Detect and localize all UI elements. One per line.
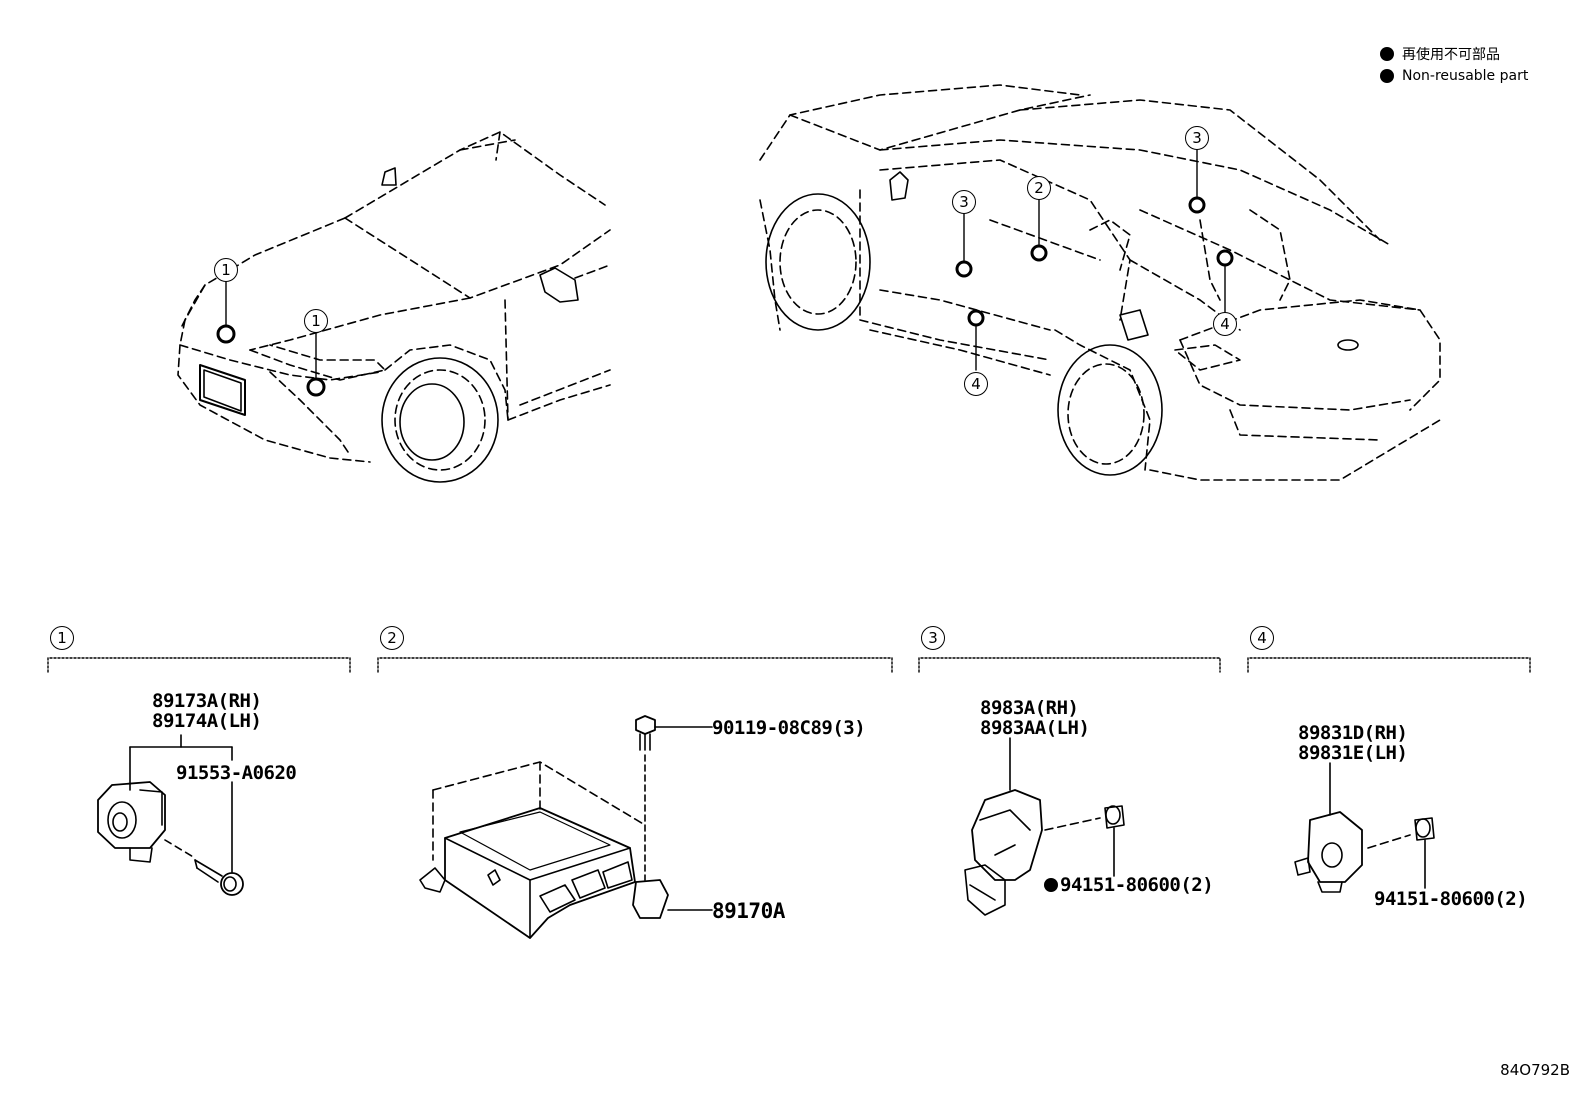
section-2-number: 2 [380, 626, 404, 650]
legend-text-jp: 再使用不可部品 [1402, 47, 1500, 63]
front-callout-1b: 1 [304, 309, 328, 333]
part-number-label[interactable]: 94151-80600(2) [1060, 874, 1214, 896]
rear-callout-2: 2 [1027, 176, 1051, 200]
section-1-parts [97, 734, 244, 896]
section-1-number: 1 [50, 626, 74, 650]
part-number-label[interactable]: 94151-80600(2) [1374, 888, 1528, 910]
part-number-label[interactable]: 91553-A0620 [176, 762, 297, 784]
part-number-label[interactable]: 8983A(RH) [980, 697, 1079, 719]
part-number-label[interactable]: 89174A(LH) [152, 710, 262, 732]
section-4-parts [1294, 762, 1435, 893]
part-number-label[interactable]: 89831D(RH) [1298, 722, 1408, 744]
rear-callout-4a: 4 [964, 372, 988, 396]
front-car-illustration [177, 131, 611, 483]
rear-car-illustration [759, 84, 1441, 481]
non-reusable-dot-icon [1044, 878, 1058, 892]
part-number-label[interactable]: 90119-08C89(3) [712, 717, 866, 739]
rear-callout-4b: 4 [1213, 312, 1237, 336]
part-number-label[interactable]: 89173A(RH) [152, 690, 262, 712]
part-number-label[interactable]: 89831E(LH) [1298, 742, 1408, 764]
legend-item-en: Non-reusable part [1380, 68, 1528, 84]
section-4-number: 4 [1250, 626, 1274, 650]
section-2-parts [419, 715, 713, 939]
part-number-label[interactable]: 89170A [712, 899, 785, 923]
part-number-label[interactable]: 8983AA(LH) [980, 717, 1090, 739]
legend-item-jp: 再使用不可部品 [1380, 44, 1500, 64]
rear-callout-3a: 3 [952, 190, 976, 214]
non-reusable-dot-icon [1380, 69, 1394, 83]
non-reusable-dot-icon [1380, 47, 1394, 61]
front-callout-1a: 1 [214, 258, 238, 282]
section-3-number: 3 [921, 626, 945, 650]
drawing-code: 84O792B [1500, 1061, 1570, 1079]
section-brackets [47, 657, 1531, 673]
legend-text-en: Non-reusable part [1402, 68, 1529, 84]
rear-callout-3b: 3 [1185, 126, 1209, 150]
section-3-parts [964, 737, 1125, 916]
